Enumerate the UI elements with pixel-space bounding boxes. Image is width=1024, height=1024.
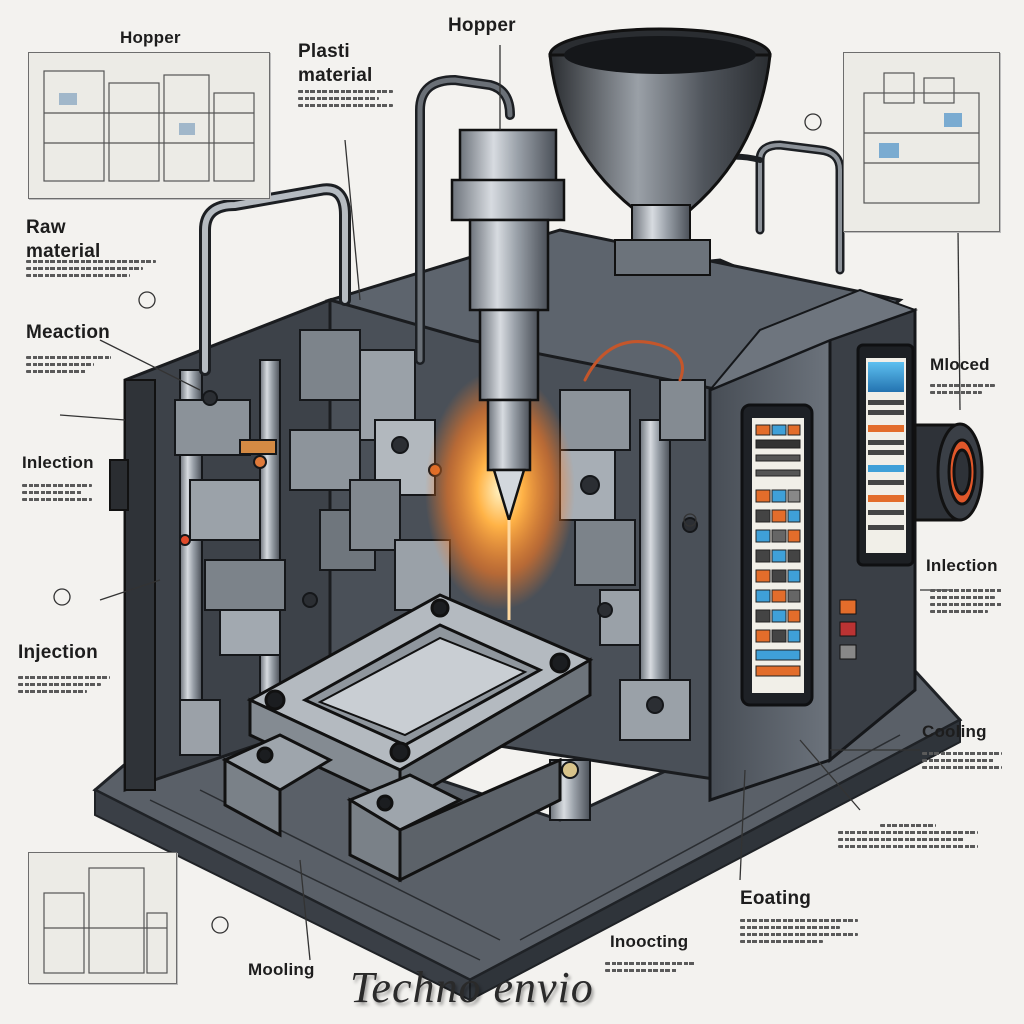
label-mloced: Mloced: [930, 355, 990, 374]
fine-print-mloced: [930, 380, 995, 398]
fine-print-raw: [26, 256, 156, 281]
internal-components: [174, 329, 451, 756]
motor-drum: [913, 422, 984, 522]
label-injection-left: Injection: [18, 642, 98, 663]
label-cooling-right: Cooling: [922, 722, 987, 741]
hopper-icon: [548, 27, 772, 276]
label-mooling: Mooling: [248, 960, 315, 979]
label-inoocting: Inoocting: [610, 932, 689, 951]
fine-print-cooling: [922, 748, 1002, 773]
label-raw-material: Raw material: [26, 217, 101, 262]
fine-print-inlection-left: [22, 480, 92, 505]
side-knob: [109, 459, 129, 511]
fine-print-plastic: [298, 86, 393, 111]
label-meaction: Meaction: [26, 322, 110, 343]
control-panel-icon: [740, 343, 915, 707]
thumbnail-sketch-top-right: [843, 52, 1000, 232]
fine-print-middle-right: [838, 820, 978, 852]
label-eoating: Eoating: [740, 888, 812, 909]
label-hopper-top: Hopper: [448, 15, 516, 36]
label-plastic-material: Plasti material: [298, 41, 373, 86]
label-inlection-left: Inlection: [22, 453, 94, 472]
fine-print-meaction: [26, 352, 111, 377]
thumbnail-sketch-bottom-left: [28, 852, 177, 984]
fine-print-eoating: [740, 915, 858, 947]
label-inlection-right: Inlection: [926, 556, 998, 575]
fine-print-inlection-right: [930, 585, 1002, 617]
fine-print-inoocting: [605, 958, 695, 976]
leader-lines: [53, 45, 961, 961]
label-hopper-left: Hopper: [120, 28, 181, 47]
thumbnail-sketch-top-left: [28, 52, 270, 199]
mold-icon: [221, 593, 594, 883]
fine-print-injection-left: [18, 672, 110, 697]
nozzle-icon: [450, 128, 566, 620]
signature-watermark: Techno envio: [350, 963, 594, 1012]
